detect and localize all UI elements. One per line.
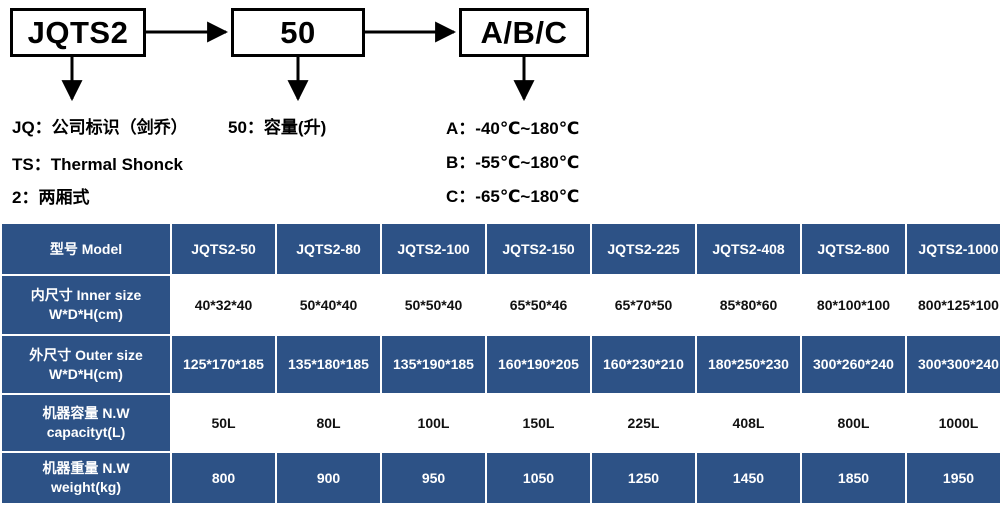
cell-outer-size-6: 180*250*230 (697, 336, 800, 393)
cell-weight-4: 1050 (487, 453, 590, 503)
legend-two-chamber: 2：两厢式 (12, 188, 90, 207)
cell-capacity-7: 800L (802, 395, 905, 451)
table-row-inner-size: 内尺寸 Inner size W*D*H(cm) 40*32*40 50*40*… (2, 276, 1000, 334)
cell-weight-6: 1450 (697, 453, 800, 503)
legend-ts: TS：Thermal Shonck (12, 155, 183, 174)
legend-temp-c: C：-65℃~180℃ (446, 187, 580, 206)
header-cell-jqts2-408: JQTS2-408 (697, 224, 800, 274)
cell-capacity-3: 100L (382, 395, 485, 451)
row-label-outer-size: 外尺寸 Outer size W*D*H(cm) (2, 336, 170, 393)
cell-outer-size-4: 160*190*205 (487, 336, 590, 393)
header-cell-jqts2-800: JQTS2-800 (802, 224, 905, 274)
header-cell-jqts2-50: JQTS2-50 (172, 224, 275, 274)
cell-weight-5: 1250 (592, 453, 695, 503)
legend-temp-b: B：-55℃~180℃ (446, 153, 580, 172)
row-label-line2: capacityt(L) (46, 424, 126, 440)
cell-inner-size-6: 85*80*60 (697, 276, 800, 334)
legend-capacity: 50：容量(升) (228, 118, 327, 137)
row-label-line2: weight(kg) (51, 479, 121, 495)
row-label-inner-size: 内尺寸 Inner size W*D*H(cm) (2, 276, 170, 334)
header-cell-jqts2-150: JQTS2-150 (487, 224, 590, 274)
cell-outer-size-5: 160*230*210 (592, 336, 695, 393)
cell-outer-size-8: 300*300*240 (907, 336, 1000, 393)
cell-capacity-5: 225L (592, 395, 695, 451)
cell-weight-2: 900 (277, 453, 380, 503)
header-cell-jqts2-80: JQTS2-80 (277, 224, 380, 274)
cell-capacity-4: 150L (487, 395, 590, 451)
legend-jq: JQ：公司标识（剑乔） (12, 118, 188, 137)
cell-capacity-8: 1000L (907, 395, 1000, 451)
table-header-row: 型号 Model JQTS2-50 JQTS2-80 JQTS2-100 JQT… (2, 224, 1000, 274)
diagram-box-temperature: A/B/C (459, 8, 589, 57)
cell-capacity-2: 80L (277, 395, 380, 451)
row-label-weight: 机器重量 N.W weight(kg) (2, 453, 170, 503)
cell-inner-size-2: 50*40*40 (277, 276, 380, 334)
model-code-diagram: JQTS2 50 A/B/C JQ：公司标识（剑乔） TS：Thermal Sh… (0, 0, 1000, 212)
header-cell-model: 型号 Model (2, 224, 170, 274)
table-row-capacity: 机器容量 N.W capacityt(L) 50L 80L 100L 150L … (2, 395, 1000, 451)
row-label-capacity: 机器容量 N.W capacityt(L) (2, 395, 170, 451)
cell-inner-size-3: 50*50*40 (382, 276, 485, 334)
table-row-weight: 机器重量 N.W weight(kg) 800 900 950 1050 125… (2, 453, 1000, 503)
table-row-outer-size: 外尺寸 Outer size W*D*H(cm) 125*170*185 135… (2, 336, 1000, 393)
cell-outer-size-1: 125*170*185 (172, 336, 275, 393)
header-cell-jqts2-100: JQTS2-100 (382, 224, 485, 274)
cell-weight-7: 1850 (802, 453, 905, 503)
row-label-line1: 机器容量 N.W (42, 405, 130, 422)
row-label-line1: 内尺寸 Inner size (30, 287, 142, 304)
cell-capacity-6: 408L (697, 395, 800, 451)
cell-inner-size-5: 65*70*50 (592, 276, 695, 334)
header-cell-jqts2-225: JQTS2-225 (592, 224, 695, 274)
cell-weight-8: 1950 (907, 453, 1000, 503)
cell-inner-size-4: 65*50*46 (487, 276, 590, 334)
cell-outer-size-2: 135*180*185 (277, 336, 380, 393)
cell-outer-size-3: 135*190*185 (382, 336, 485, 393)
specification-table: 型号 Model JQTS2-50 JQTS2-80 JQTS2-100 JQT… (0, 222, 1000, 505)
row-label-line1: 机器重量 N.W (42, 460, 130, 477)
row-label-line1: 外尺寸 Outer size (29, 346, 143, 363)
diagram-connectors (61, 21, 535, 102)
row-label-line2: W*D*H(cm) (49, 306, 123, 322)
row-label-line2: W*D*H(cm) (49, 365, 123, 382)
cell-inner-size-8: 800*125*100 (907, 276, 1000, 334)
diagram-box-capacity: 50 (231, 8, 365, 57)
cell-inner-size-1: 40*32*40 (172, 276, 275, 334)
legend-temp-a: A：-40℃~180℃ (446, 119, 580, 138)
cell-inner-size-7: 80*100*100 (802, 276, 905, 334)
cell-weight-3: 950 (382, 453, 485, 503)
cell-capacity-1: 50L (172, 395, 275, 451)
cell-outer-size-7: 300*260*240 (802, 336, 905, 393)
diagram-box-model: JQTS2 (10, 8, 146, 57)
header-cell-jqts2-1000: JQTS2-1000 (907, 224, 1000, 274)
cell-weight-1: 800 (172, 453, 275, 503)
